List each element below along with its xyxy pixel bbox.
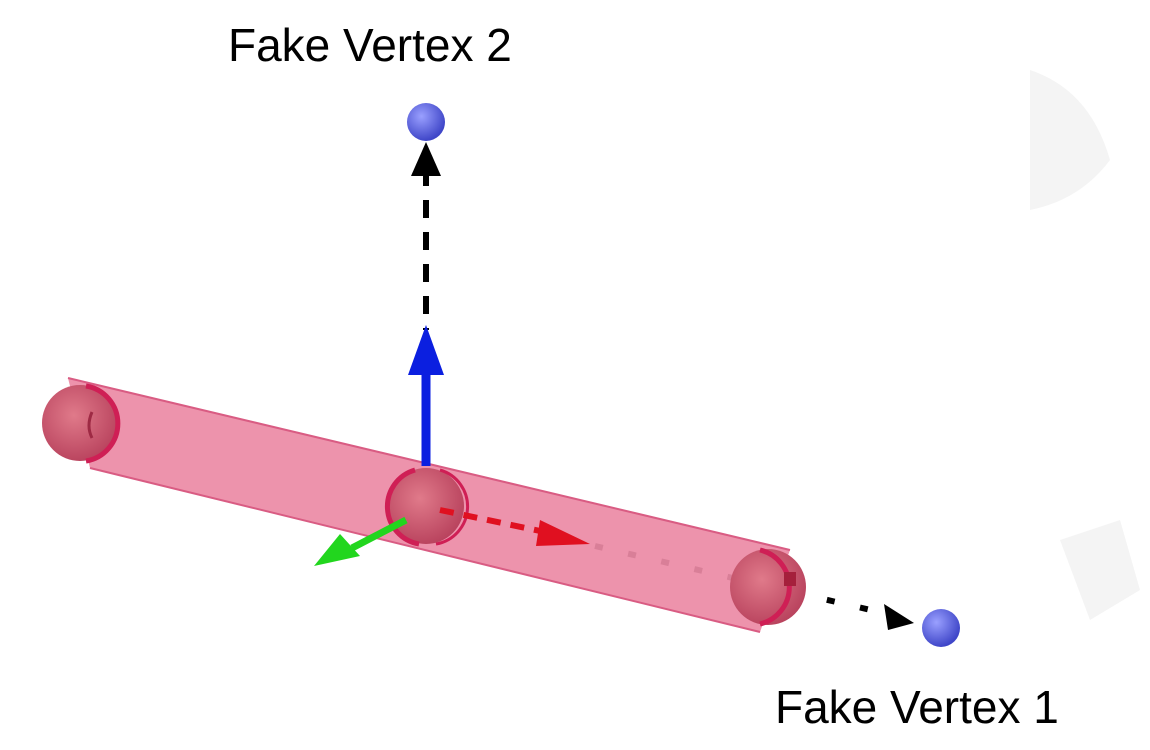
arrowhead-vertex-2 — [411, 142, 441, 176]
arrowhead-vertex-1 — [884, 604, 914, 630]
fake-vertex-1-point — [922, 609, 960, 647]
fake-vertex-2-point — [407, 103, 445, 141]
end-sphere-right — [730, 547, 806, 627]
axis-arrow-green — [314, 516, 408, 566]
axis-arrow-red — [439, 507, 590, 546]
axis-arrow-blue — [408, 325, 444, 466]
end-sphere-left — [42, 383, 121, 464]
fake-vertex-1-label: Fake Vertex 1 — [775, 681, 1059, 733]
background-watermark — [1030, 70, 1140, 620]
fake-vertex-2-label: Fake Vertex 2 — [228, 19, 512, 71]
center-sphere — [384, 467, 470, 547]
